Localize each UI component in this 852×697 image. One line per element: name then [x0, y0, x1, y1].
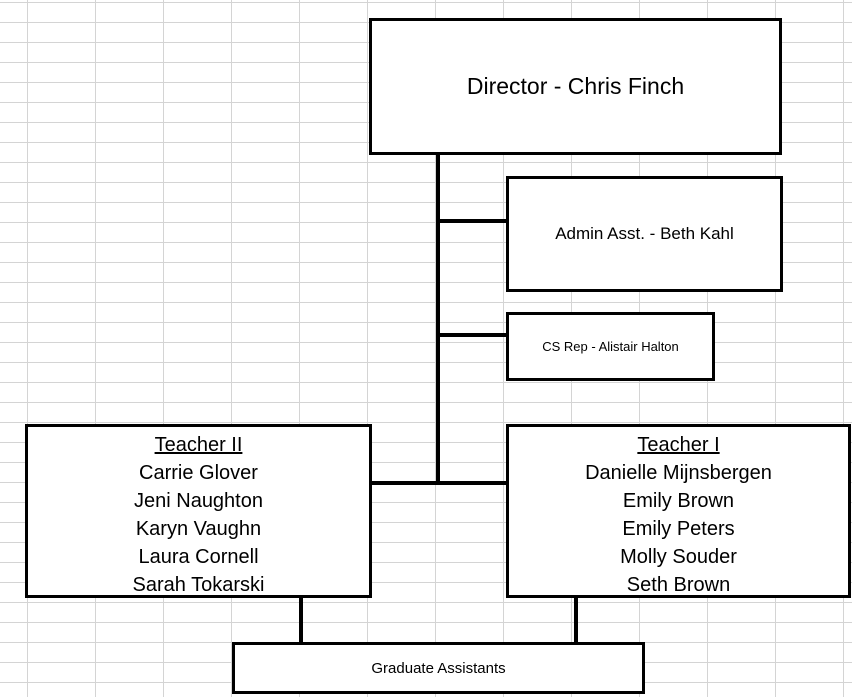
- teacher-ii-node: Teacher II Carrie Glover Jeni Naughton K…: [25, 424, 372, 598]
- admin-assistant-node: Admin Asst. - Beth Kahl: [506, 176, 783, 292]
- teacher-i-members: Danielle Mijnsbergen Emily Brown Emily P…: [585, 459, 772, 599]
- connector-admin: [436, 219, 508, 223]
- connector-trunk: [436, 153, 440, 484]
- teacher-i-member: Seth Brown: [626, 574, 731, 596]
- graduate-assistants-node: Graduate Assistants: [232, 642, 645, 694]
- connector-teacher-i-grads: [574, 596, 578, 644]
- teacher-i-member: Emily Peters: [622, 518, 735, 540]
- teacher-i-node: Teacher I Danielle Mijnsbergen Emily Bro…: [506, 424, 851, 598]
- connector-cs-rep: [436, 333, 508, 337]
- teacher-ii-member: Laura Cornell: [138, 546, 259, 568]
- graduate-assistants-label: Graduate Assistants: [371, 659, 506, 677]
- teacher-ii-member: Jeni Naughton: [134, 490, 263, 512]
- cs-rep-node: CS Rep - Alistair Halton: [506, 312, 715, 381]
- teacher-i-heading: Teacher I: [637, 434, 720, 456]
- director-node: Director - Chris Finch: [369, 18, 782, 155]
- admin-assistant-label: Admin Asst. - Beth Kahl: [555, 224, 734, 243]
- teacher-i-member: Molly Souder: [620, 546, 737, 568]
- teacher-i-member: Danielle Mijnsbergen: [585, 462, 772, 484]
- teacher-ii-members: Carrie Glover Jeni Naughton Karyn Vaughn…: [133, 459, 265, 599]
- director-label: Director - Chris Finch: [466, 73, 685, 99]
- teacher-i-member: Emily Brown: [622, 490, 735, 512]
- teacher-ii-member: Karyn Vaughn: [135, 518, 262, 540]
- cs-rep-label: CS Rep - Alistair Halton: [542, 339, 679, 354]
- connector-teachers: [370, 481, 508, 485]
- teacher-ii-member: Sarah Tokarski: [132, 574, 265, 596]
- teacher-ii-heading: Teacher II: [154, 434, 243, 456]
- teacher-ii-member: Carrie Glover: [139, 462, 258, 484]
- connector-teacher-ii-grads: [299, 596, 303, 644]
